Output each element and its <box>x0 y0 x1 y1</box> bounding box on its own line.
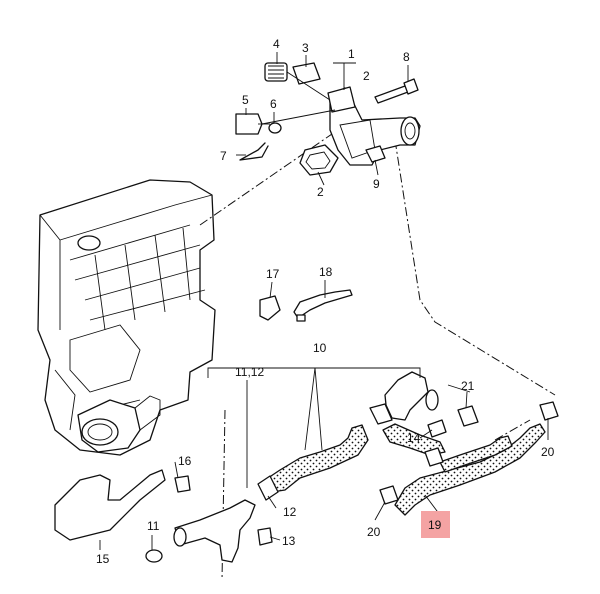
bracket-15 <box>54 469 166 541</box>
coolant-hose-lower <box>267 424 369 493</box>
callout-11-12[interactable]: 11,12 <box>235 365 264 379</box>
mid-brackets <box>259 289 353 322</box>
callout-8[interactable]: 8 <box>403 50 410 64</box>
bolt <box>374 85 409 104</box>
clamp-12 <box>257 475 279 501</box>
callout-20-upper[interactable]: 20 <box>541 445 555 459</box>
callout-15[interactable]: 15 <box>96 552 110 566</box>
bracket-assembly <box>54 469 191 541</box>
callout-17[interactable]: 17 <box>266 267 280 281</box>
cable-tie <box>293 289 353 319</box>
callout-9[interactable]: 9 <box>373 177 380 191</box>
callout-12[interactable]: 12 <box>283 505 297 519</box>
coolant-flange-assembly <box>235 62 421 176</box>
callout-16[interactable]: 16 <box>178 454 192 468</box>
callout-18[interactable]: 18 <box>319 265 333 279</box>
callout-14[interactable]: 14 <box>407 431 421 445</box>
callout-13[interactable]: 13 <box>282 534 296 548</box>
engine-block <box>37 179 216 456</box>
coolant-hoses <box>267 371 546 516</box>
clamp-20-lower <box>379 485 399 505</box>
callout-11[interactable]: 11 <box>147 519 160 533</box>
temperature-sender <box>235 113 263 135</box>
clamp-21 <box>457 405 479 427</box>
wire-clip <box>239 142 269 161</box>
oil-cap-icon <box>77 235 101 251</box>
callout-19[interactable]: 19 <box>428 518 442 532</box>
bolt-16 <box>174 475 191 493</box>
callouts: 1 2 2 3 4 5 6 7 8 9 10 11 11,12 12 13 14… <box>96 37 555 566</box>
callout-1[interactable]: 1 <box>348 47 355 61</box>
bolt-13 <box>257 527 273 546</box>
callout-4[interactable]: 4 <box>273 37 280 51</box>
retaining-clip <box>292 62 321 85</box>
hose-clamps <box>257 401 559 505</box>
callout-3[interactable]: 3 <box>302 41 309 55</box>
leader-lines <box>99 52 549 550</box>
hose-elbow <box>384 371 429 421</box>
hose-bracket <box>259 295 281 321</box>
callout-10[interactable]: 10 <box>313 341 327 355</box>
coolant-pipe <box>174 499 256 563</box>
part-19-highlight <box>421 511 450 538</box>
clamp-mid <box>424 447 444 467</box>
o-ring <box>268 122 282 134</box>
callout-6[interactable]: 6 <box>270 97 277 111</box>
callout-20-lower[interactable]: 20 <box>367 525 381 539</box>
clamp-upper <box>369 403 393 425</box>
callout-2-flange[interactable]: 2 <box>363 69 370 83</box>
bolt-14 <box>427 419 447 438</box>
lower-pipe-assembly <box>145 499 273 563</box>
assembly-lines <box>199 124 556 581</box>
clamp-20-upper <box>539 401 559 421</box>
callout-2-gasket[interactable]: 2 <box>317 185 324 199</box>
coolant-hose-upper <box>439 435 513 473</box>
callout-7[interactable]: 7 <box>220 149 227 163</box>
callout-21[interactable]: 21 <box>461 379 475 393</box>
gasket <box>299 144 339 176</box>
o-ring-11 <box>145 549 163 563</box>
callout-5[interactable]: 5 <box>242 93 249 107</box>
